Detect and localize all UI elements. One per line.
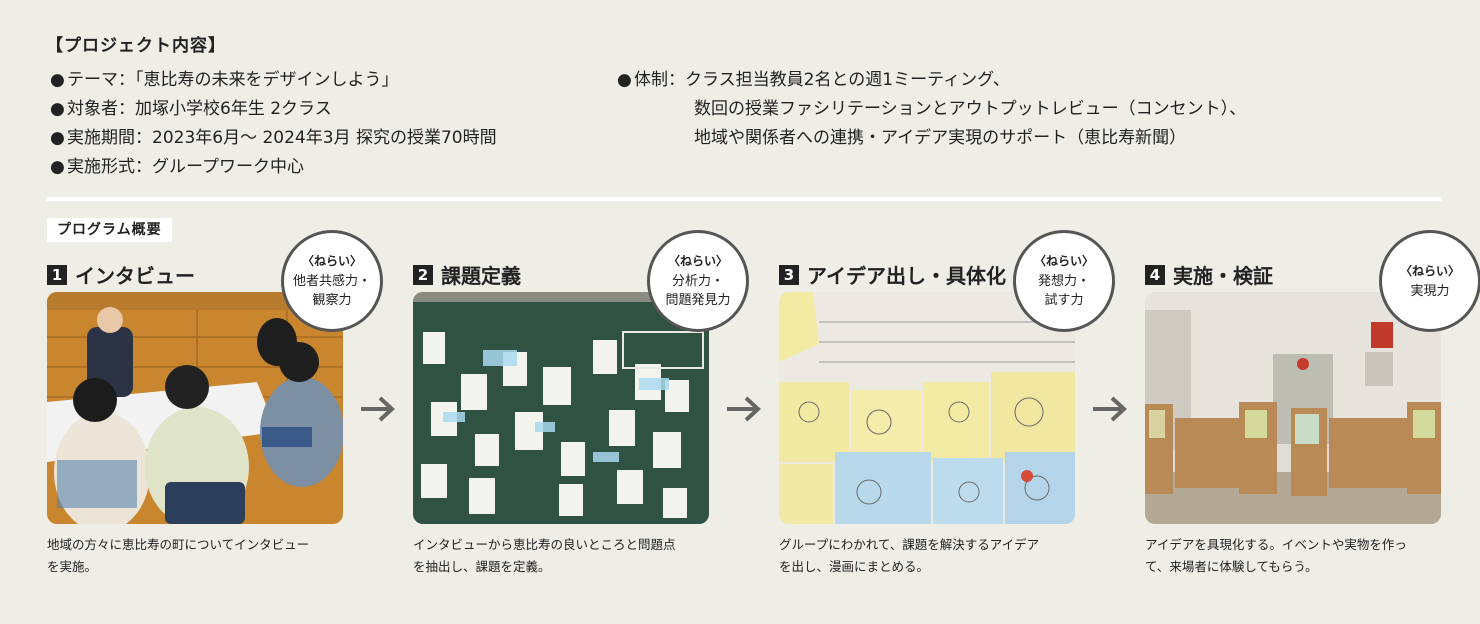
aim-badge: 〈ねらい〉 分析力・ 問題発見力 (647, 230, 749, 332)
arrow-right-icon (1093, 396, 1127, 422)
program-overview-label: プログラム概要 (47, 218, 172, 242)
step-title: アイデア出し・具体化 (807, 264, 1006, 288)
step-photo-interview (47, 292, 343, 524)
info-item-format: ●実施形式：グループワーク中心 (50, 157, 304, 177)
step-description: インタビューから恵比寿の良いところと問題点 を抽出し、課題を定義。 (413, 537, 676, 574)
info-item-structure-cont-2: 地域や関係者への連携・アイデア実現のサポート（恵比寿新聞） (694, 128, 1187, 148)
step-number: 4 (1145, 264, 1165, 285)
step-heading: 3 アイデア出し・具体化 (779, 260, 1006, 289)
aim-badge: 〈ねらい〉 他者共感力・ 観察力 (281, 230, 383, 332)
aim-badge-label: 〈ねらい〉 (1033, 254, 1094, 268)
aim-badge-label: 〈ねらい〉 (301, 254, 362, 268)
arrow-right-icon (727, 396, 761, 422)
aim-badge-text: 発想力・ 試す力 (1037, 274, 1090, 308)
aim-badge-label: 〈ねらい〉 (1399, 263, 1460, 278)
aim-badge-text: 分析力・ 問題発見力 (665, 274, 731, 308)
step-title: 課題定義 (441, 264, 521, 288)
step-description: 地域の方々に恵比寿の町についてインタビュー を実施。 (47, 537, 310, 574)
step-number: 2 (413, 264, 433, 285)
aim-badge: 〈ねらい〉 発想力・ 試す力 (1013, 230, 1115, 332)
project-info-left: ●テーマ：「恵比寿の未来をデザインしよう」 ●対象者：加塚小学校6年生 2クラス… (50, 66, 497, 182)
step-number: 3 (779, 264, 799, 285)
arrow-right-icon (361, 396, 395, 422)
step-number: 1 (47, 264, 67, 285)
section-divider (46, 197, 1442, 201)
step-heading: 2 課題定義 (413, 260, 521, 289)
info-item-structure: ●体制：クラス担当教員2名との週1ミーティング、 (617, 70, 1010, 90)
step-photo-problem-definition (413, 292, 709, 524)
step-description: グループにわかれて、課題を解決するアイデア を出し、漫画にまとめる。 (779, 537, 1040, 574)
aim-badge-text: 実現力 (1410, 283, 1450, 299)
step-photo-implementation (1145, 292, 1441, 524)
step-title: 実施・検証 (1173, 264, 1273, 288)
info-item-theme: ●テーマ：「恵比寿の未来をデザインしよう」 (50, 70, 399, 90)
info-item-structure-cont-1: 数回の授業ファシリテーションとアウトプットレビュー（コンセント）、 (694, 99, 1247, 119)
aim-badge: 〈ねらい〉 実現力 (1379, 230, 1480, 332)
step-heading: 4 実施・検証 (1145, 260, 1273, 289)
info-item-target: ●対象者：加塚小学校6年生 2クラス (50, 99, 332, 119)
project-info-right: ●体制：クラス担当教員2名との週1ミーティング、 数回の授業ファシリテーションと… (617, 66, 1246, 153)
project-section-title: 【プロジェクト内容】 (46, 36, 226, 56)
info-item-period: ●実施期間：2023年6月～ 2024年3月 探究の授業70時間 (50, 128, 497, 148)
aim-badge-label: 〈ねらい〉 (667, 254, 728, 268)
aim-badge-text: 他者共感力・ 観察力 (292, 274, 371, 308)
step-description: アイデアを具現化する。イベントや実物を作っ て、来場者に体験してもらう。 (1145, 537, 1407, 574)
step-photo-ideation (779, 292, 1075, 524)
step-title: インタビュー (75, 264, 195, 288)
step-heading: 1 インタビュー (47, 260, 195, 289)
